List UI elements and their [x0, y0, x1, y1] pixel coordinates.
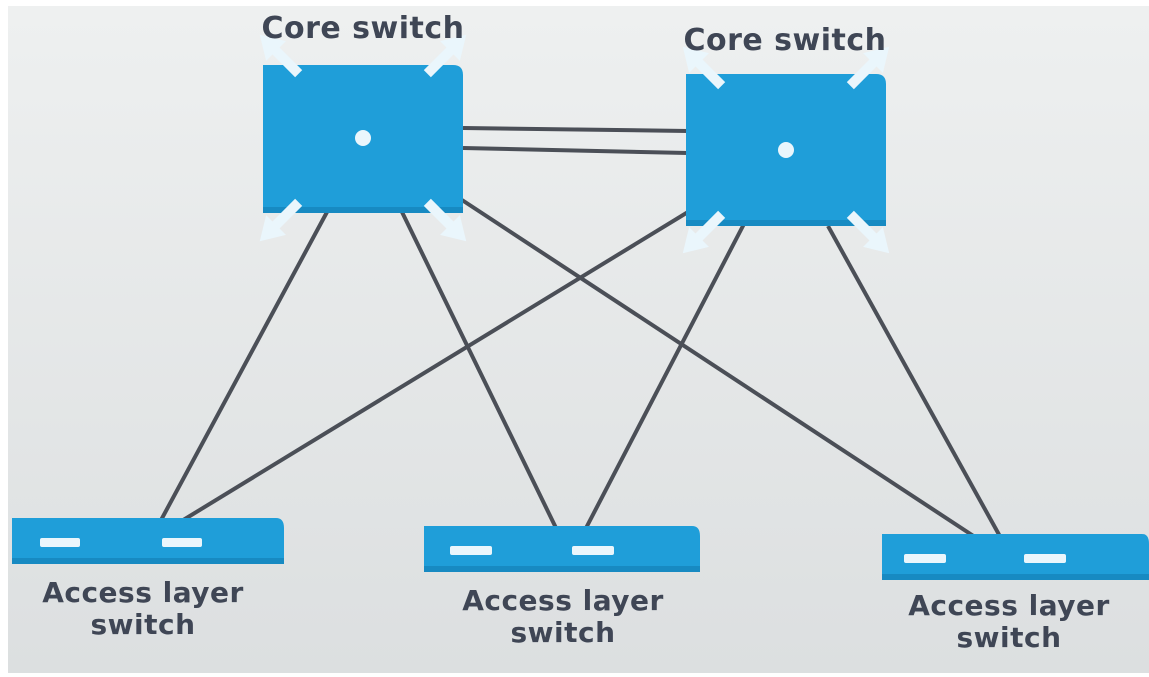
core-switch-label: Core switch [683, 23, 887, 58]
link-core-1-core-2-b [462, 146, 689, 155]
link-core-2-access-3 [826, 225, 1004, 541]
access-switch-label-line2: switch [956, 621, 1062, 655]
links [158, 126, 1004, 541]
access-switch-label-line2: switch [510, 616, 616, 650]
access-switch-label-line1: Access layer [908, 589, 1110, 622]
link-core-1-access-2 [400, 211, 559, 531]
access-switch-label-line2: switch [90, 608, 196, 642]
access-switch-icon [12, 518, 284, 564]
link-core-2-access-1 [178, 210, 690, 524]
link-core-1-access-3 [460, 198, 977, 539]
link-core-2-access-2 [583, 221, 747, 531]
core-switch-label: Core switch [261, 11, 465, 46]
access-switch-label: Access layer switch [8, 576, 278, 642]
access-switch-label: Access layer switch [428, 584, 698, 650]
access-switch-label-line1: Access layer [462, 584, 664, 617]
link-core-1-access-1 [158, 211, 329, 523]
core-switch-icon [259, 34, 467, 242]
access-switch-icon [882, 534, 1149, 580]
link-core-1-core-2-a [462, 126, 689, 133]
access-switch-label-line1: Access layer [42, 576, 244, 609]
core-switch-icon [682, 46, 890, 254]
access-switch-label: Access layer switch [874, 589, 1144, 655]
access-switch-icon [424, 526, 700, 572]
